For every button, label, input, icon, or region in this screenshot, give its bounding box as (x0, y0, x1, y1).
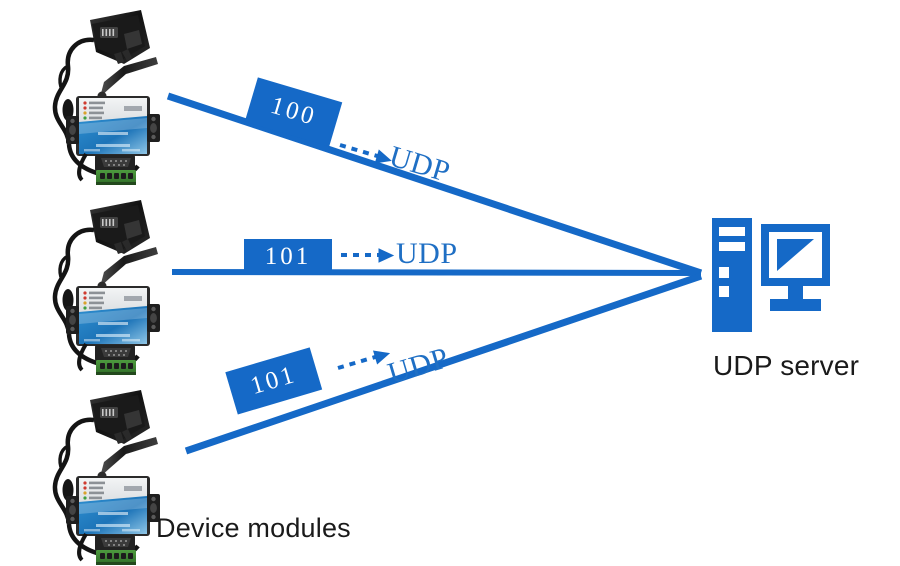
serial-converter-body (66, 286, 160, 346)
dashed-arrow-middle (341, 248, 395, 263)
antenna-icon (97, 437, 158, 481)
terminal-block-icon (96, 360, 136, 375)
mounting-brackets (66, 494, 160, 524)
dashed-arrow-top (339, 143, 392, 164)
server-tower-icon (712, 218, 752, 332)
protocol-label-top: UDP (385, 139, 454, 189)
device-module-illustration (52, 200, 160, 375)
device-module-illustration (52, 10, 160, 185)
packet-label-top: 100 (244, 77, 343, 147)
udp-server-label: UDP server (713, 350, 860, 381)
mounting-brackets (66, 304, 160, 334)
protocol-label-bottom: UDP (384, 341, 453, 391)
mounting-brackets (66, 114, 160, 144)
device-modules-label: Device modules (156, 513, 351, 543)
packet-label-bottom: 101 (225, 347, 323, 415)
serial-converter-body (66, 96, 160, 156)
db9-connector-icon (95, 535, 135, 551)
dashed-arrow-bottom (337, 350, 391, 370)
led-indicators (83, 481, 105, 500)
antenna-icon (97, 57, 158, 101)
terminal-block-icon (96, 550, 136, 565)
terminal-block-icon (96, 170, 136, 185)
packet-label-middle: 101 (244, 239, 332, 274)
antenna-icon (97, 247, 158, 291)
udp-server-icon (710, 216, 832, 334)
device-module-1 (38, 4, 188, 189)
serial-converter-body (66, 476, 160, 536)
led-indicators (83, 101, 105, 120)
device-module-illustration (52, 390, 160, 565)
server-tower-and-monitor-icon (712, 218, 830, 332)
db9-connector-icon (95, 345, 135, 361)
power-adapter-icon (90, 10, 150, 64)
device-module-2 (38, 194, 188, 379)
db9-connector-icon (95, 155, 135, 171)
protocol-label-middle: UDP (396, 237, 458, 270)
device-module-3 (38, 384, 188, 566)
led-indicators (83, 291, 105, 310)
server-monitor-icon (761, 224, 830, 311)
